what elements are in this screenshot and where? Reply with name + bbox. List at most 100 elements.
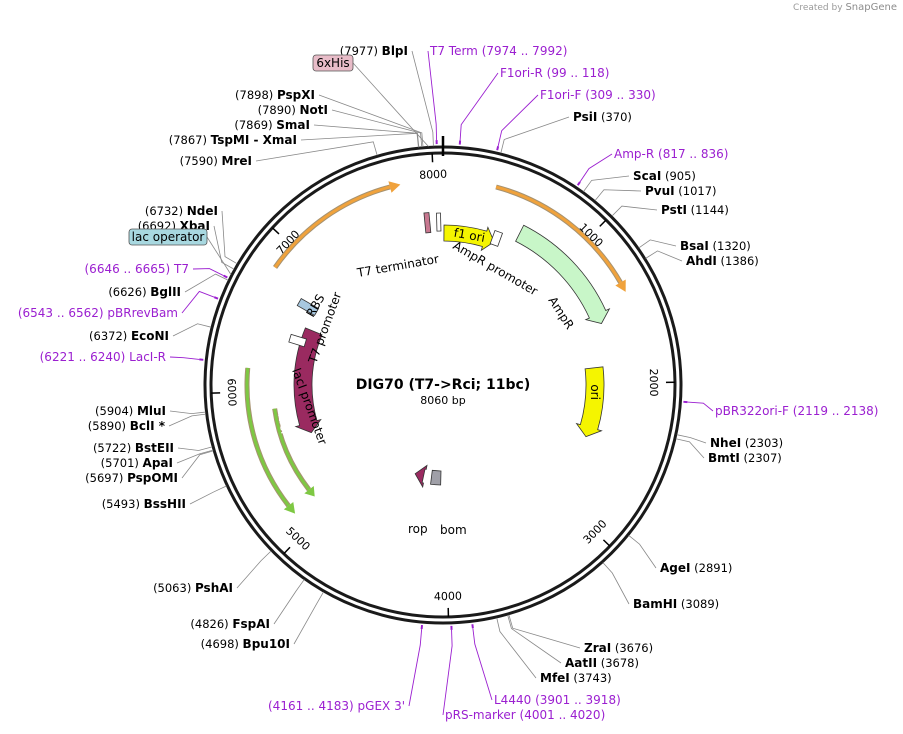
primer-range-amp-r: (817 .. 836) [658,147,728,161]
enzyme-name-smai: SmaI [276,118,310,132]
inner-label-t7-terminator: T7 terminator [355,252,440,280]
leader-agei [628,535,657,569]
enzyme-site-tspmi-xmai: (7867) TspMI - XmaI [169,133,297,147]
leader-bsshii [189,485,227,505]
primer-name-l4440: L4440 [494,693,531,707]
primer-range-t7: (6646 .. 6665) [85,262,171,276]
enzyme-name-tspmi-xmai: TspMI - XmaI [211,133,297,147]
feature-arcs [244,181,626,514]
primer-t7-term: T7 Term (7974 .. 7992) [429,44,567,58]
leader-bsteii [177,446,213,451]
feature-ori [575,366,605,438]
feature-rbs [296,297,320,317]
green-arc-inner-head [304,485,315,497]
credit-prefix: Created by [793,3,843,13]
primer-name-laci-r: LacI-R [129,350,166,364]
enzyme-site-blpi: (7977) BlpI [340,44,408,58]
enzyme-name-mfei: MfeI [540,671,570,685]
primer-range-laci-r: (6221 .. 6240) [40,350,126,364]
enzyme-site-ndei: (6732) NdeI [145,204,218,218]
credit-brand: SnapGene [845,2,897,13]
enzyme-pos-pspxi: (7898) [235,88,273,102]
boxed-leader-lac-operator [206,236,232,275]
boxed-6xhis-bg [312,54,354,72]
enzyme-site-pvui: PvuI (1017) [645,184,717,198]
primer-prs-marker: pRS-marker (4001 .. 4020) [445,708,605,722]
leader-psii [500,116,570,154]
enzyme-name-econi: EcoNI [131,329,169,343]
enzyme-pos-nhei: (2303) [745,436,783,450]
plasmid-backbone [203,136,683,625]
primer-name-t7-term: T7 Term [429,44,478,58]
enzyme-name-pspxi: PspXI [277,88,315,102]
leader-blpi [411,50,434,147]
leader-ndei [221,210,238,265]
enzyme-site-bmti: BmtI (2307) [708,451,782,465]
primer-tick-t7 [223,274,228,279]
enzyme-pos-pspomi: (5697) [85,471,123,485]
enzyme-site-bglii: (6626) BglII [108,285,181,299]
tick-label-4000: 4000 [434,590,462,604]
orange-arc-left [273,185,391,269]
enzyme-pos-bglii: (6626) [108,285,146,299]
leader-bmti [675,438,705,459]
enzyme-name-pshai: PshAI [195,581,233,595]
leader-bamhi [602,562,630,605]
enzyme-pos-psti: (1144) [691,203,729,217]
enzyme-name-bsai: BsaI [680,239,709,253]
enzyme-name-nhei: NheI [710,436,741,450]
feature-label-f1-ori: f1 ori [453,226,486,245]
enzyme-site-bsai: BsaI (1320) [680,239,751,253]
enzyme-site-mlui: (5904) MluI [95,404,166,418]
tick-mark-7000 [271,227,280,235]
primer-tick-amp-r [576,181,581,186]
primer-range-prs-marker: (4001 .. 4020) [520,708,606,722]
feature-ampr-promoter [489,229,504,247]
feature-bom [430,469,442,486]
leader-pspomi [181,450,214,479]
leader-tspmi-xmai [300,132,419,148]
enzyme-name-fspai: FspAI [232,617,270,631]
primer-leader-t7 [192,268,224,277]
enzyme-site-bsshii: (5493) BssHII [102,497,186,511]
leader-pvui [594,189,642,201]
leader-bsai [638,239,677,249]
primer-range-l4440: (3901 .. 3918) [535,693,621,707]
tick-mark-3000 [602,539,611,547]
enzyme-name-bcli: BclI * [130,419,166,433]
enzyme-site-psii: PsiI (370) [573,110,632,124]
feature-lacI-promoter [288,333,307,348]
primer-name-t7: T7 [173,262,189,276]
enzyme-site-mrei: (7590) MreI [180,154,252,168]
leader-bglii [184,273,229,293]
enzyme-pos-smai: (7869) [234,118,272,132]
leader-fspai [273,579,305,625]
enzyme-site-smai: (7869) SmaI [234,118,310,132]
enzyme-name-psii: PsiI [573,110,597,124]
primer-range-f1ori-f: (309 .. 330) [585,88,655,102]
inner-label-rop: rop [408,522,428,536]
feature-laci [293,327,323,434]
enzyme-name-bsteii: BstEII [135,441,174,455]
enzyme-pos-bamhi: (3089) [681,597,719,611]
enzyme-site-econi: (6372) EcoNI [89,329,169,343]
green-arc-outer [245,367,290,507]
primer-leader-f1ori-f [497,94,539,147]
enzyme-name-pvui: PvuI [645,184,675,198]
tick-label-6000: 6000 [225,378,239,406]
enzyme-site-aatii: AatII (3678) [565,656,639,670]
enzyme-pos-bpu10i: (4698) [201,637,239,651]
enzyme-name-mlui: MluI [137,404,166,418]
enzyme-site-psti: PstI (1144) [661,203,729,217]
primer-pgex-3: (4161 .. 4183) pGEX 3' [268,699,405,713]
enzyme-pos-agei: (2891) [694,561,732,575]
leader-scai [583,175,630,192]
enzyme-site-bcli: (5890) BclI * [88,419,166,433]
leader-nhei [676,434,707,444]
leader-zrai [508,614,581,649]
primer-leader-t7-term [427,50,438,141]
boxed-leader-6xhis [352,62,429,147]
enzyme-pos-bmti: (2307) [744,451,782,465]
enzyme-pos-scai: (905) [665,169,696,183]
leader-psti [611,205,658,217]
